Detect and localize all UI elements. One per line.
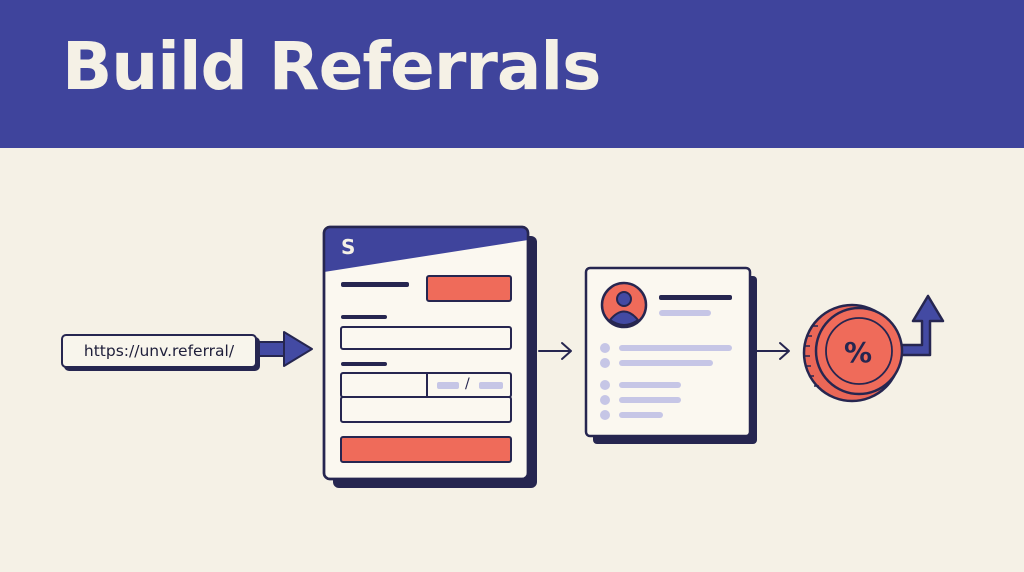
percent-symbol: % [844,336,873,369]
form-to-profile-arrow [538,342,572,360]
form-submit-button [340,436,512,463]
link-to-form-arrow [257,331,313,367]
form-logo-letter: S [341,235,356,259]
form-header-band [324,227,528,272]
signup-form-card [322,225,537,488]
profile-to-reward-arrow [754,342,790,360]
title-banner: Build Referrals [0,0,1024,148]
referral-link-box: https://unv.referral/ [61,334,257,368]
form-top-button [426,275,512,302]
split-field-separator: / [465,376,470,392]
avatar-icon [600,281,648,329]
reward-coin-icon [802,294,945,403]
referral-profile-card [584,266,757,444]
referral-link-text: https://unv.referral/ [83,342,235,360]
growth-arrow-icon [893,294,945,357]
form-input-field [340,326,512,350]
page-title: Build Referrals [62,28,601,105]
form-heading-line [341,282,409,287]
field-label-line [341,315,387,319]
form-input-field [340,396,512,423]
field-label-line [341,362,387,366]
profile-detail-list [600,343,732,420]
